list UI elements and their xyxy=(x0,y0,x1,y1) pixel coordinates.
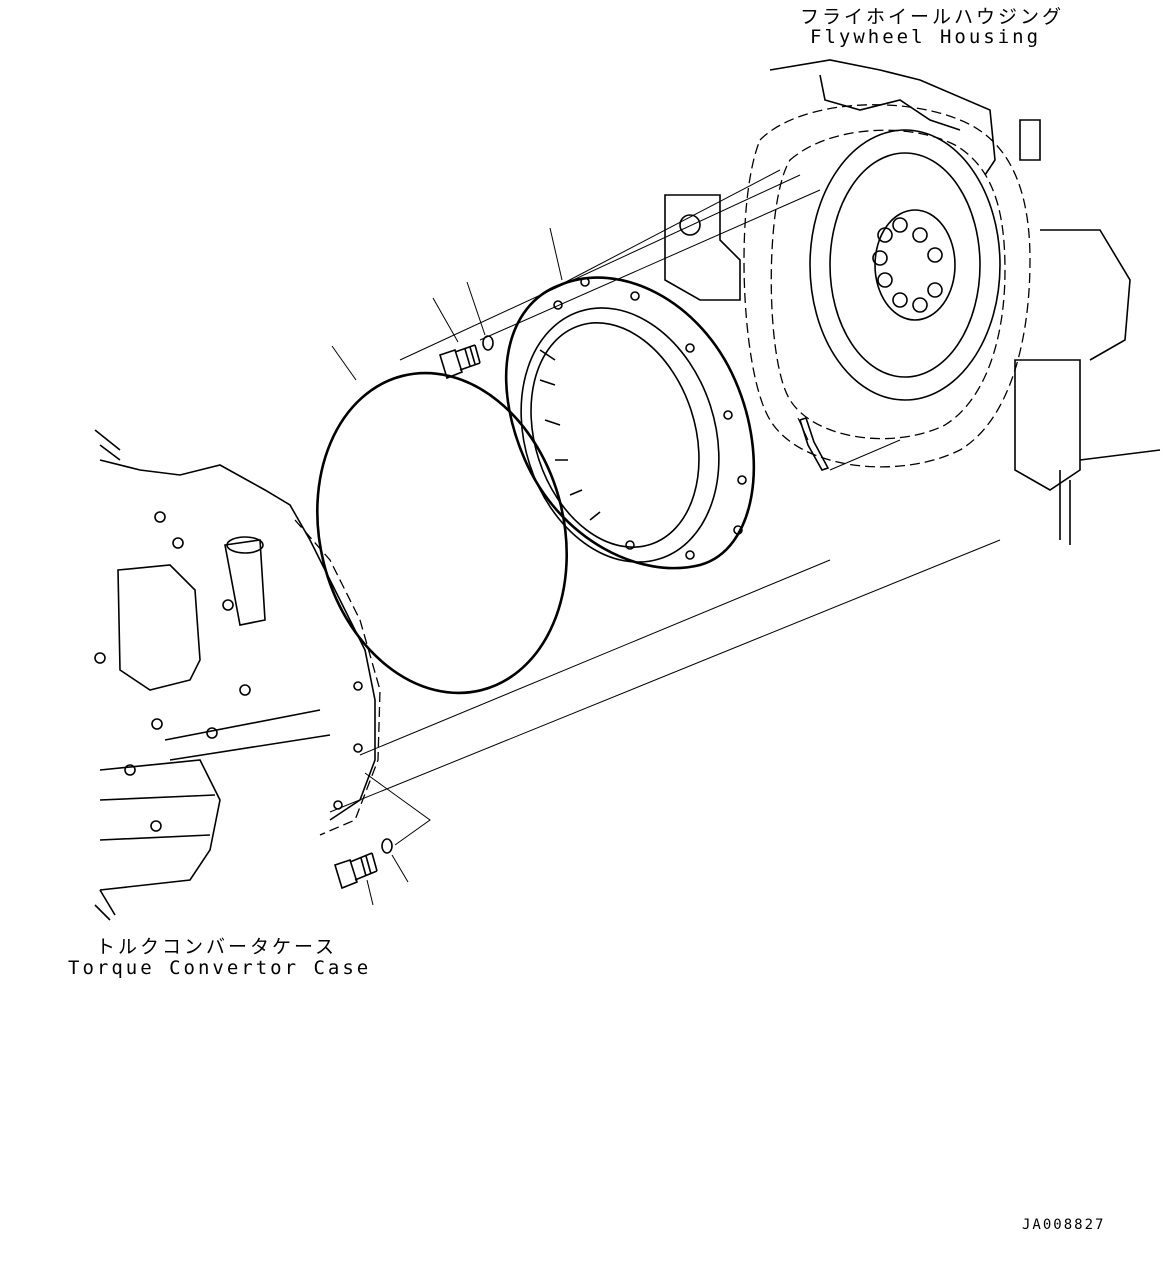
o-ring-drawing xyxy=(316,371,568,695)
projection-lines xyxy=(329,169,1001,813)
flywheel-housing-drawing xyxy=(664,59,1161,545)
leader-lines xyxy=(331,227,809,906)
drawing-code: JA008827 xyxy=(1022,1217,1106,1233)
dowel-pin-drawing xyxy=(798,416,830,471)
torque-converter-case-label-en: Torque Convertor Case xyxy=(68,957,372,979)
upper-bolt-drawing xyxy=(439,335,494,380)
flywheel-housing-label-jp: フライホイールハウジング xyxy=(800,6,1065,28)
lower-bolt-drawing xyxy=(334,838,393,890)
flywheel-housing-label-en: Flywheel Housing xyxy=(810,26,1042,48)
torque-converter-case-drawing xyxy=(94,429,381,921)
adapter-flange-drawing xyxy=(504,276,756,570)
torque-converter-case-label-jp: トルクコンバータケース xyxy=(96,936,338,958)
